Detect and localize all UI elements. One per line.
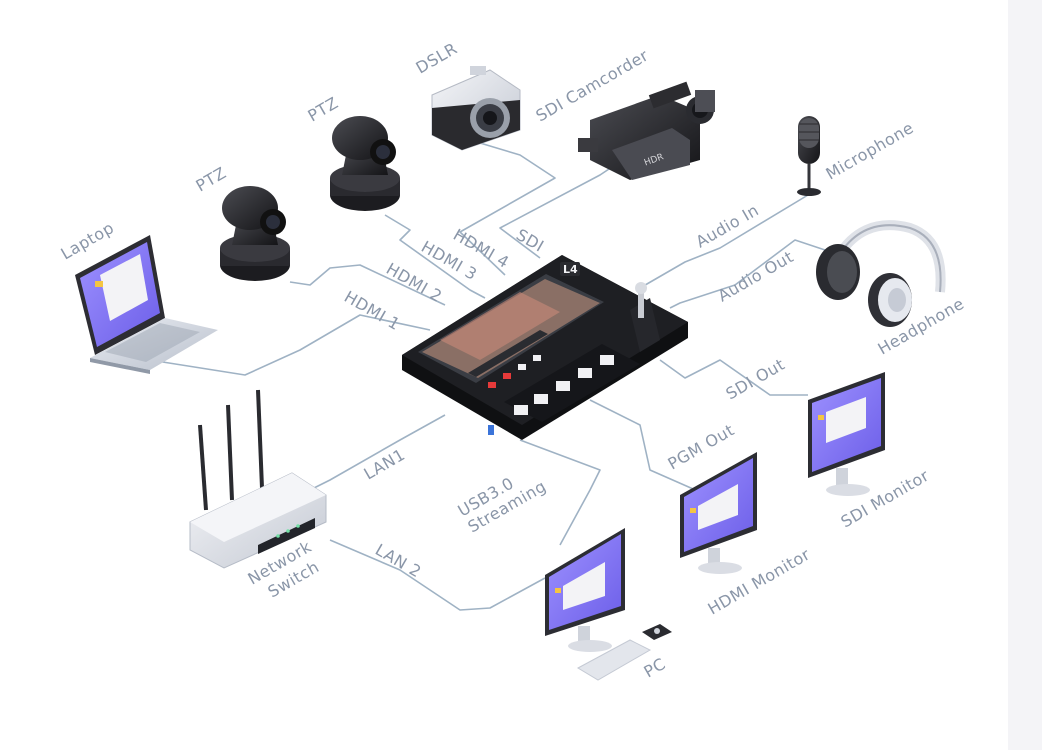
- l4-brand-mark: L4: [563, 263, 578, 276]
- ptz-camera-1: [220, 186, 290, 281]
- page-edge-strip: [1008, 0, 1042, 750]
- dslr-camera: [431, 66, 521, 151]
- wire-laptop-hdmi1: [149, 314, 431, 376]
- switcher-buttons: [488, 355, 614, 415]
- label-pc: PC: [641, 654, 669, 681]
- label-lan-1: LAN1: [361, 445, 409, 484]
- wire-sdi-monitor: [659, 359, 808, 396]
- wire-hdmi-monitor: [589, 399, 701, 493]
- label-hdmi-monitor: HDMI Monitor: [705, 545, 814, 619]
- label-dslr: DSLR: [413, 39, 461, 78]
- wire-lan2: [329, 539, 546, 611]
- pc-device: [545, 528, 672, 681]
- label-microphone: Microphone: [823, 118, 917, 184]
- label-sdi-out: SDI Out: [723, 355, 789, 404]
- label-lan-2: LAN 2: [372, 540, 425, 581]
- sdi-monitor-device: [808, 372, 885, 496]
- hdmi-monitor-device: [680, 452, 757, 574]
- wire-ptz2-hdmi3: [384, 214, 486, 299]
- label-laptop: Laptop: [58, 218, 118, 264]
- label-sdi: SDI: [513, 225, 547, 256]
- laptop-device: [75, 235, 218, 374]
- wires: [149, 139, 826, 611]
- label-sdi-monitor: SDI Monitor: [838, 466, 933, 532]
- headphone-device: [816, 220, 946, 327]
- wire-dslr-hdmi4: [459, 139, 556, 276]
- wire-ptz1-hdmi2: [289, 264, 446, 306]
- label-hdmi-1: HDMI 1: [341, 287, 403, 334]
- label-ptz-1: PTZ: [193, 163, 230, 195]
- label-audio-out: Audio Out: [715, 247, 797, 305]
- sdi-camcorder: HDR: [578, 81, 715, 180]
- wire-camcorder-sdi: [499, 164, 616, 259]
- wire-lan1: [309, 414, 446, 491]
- network-switch-device: [189, 389, 327, 569]
- microphone-device: [797, 116, 821, 196]
- wire-mic-audio-in: [639, 194, 809, 289]
- l4-video-switcher: L4: [402, 255, 688, 440]
- wire-headphone-audio-out: [669, 239, 826, 309]
- ptz-camera-2: [330, 116, 400, 211]
- label-ptz-2: PTZ: [305, 93, 342, 125]
- label-pgm-out: PGM Out: [665, 420, 738, 473]
- wire-usb-pc: [519, 439, 601, 546]
